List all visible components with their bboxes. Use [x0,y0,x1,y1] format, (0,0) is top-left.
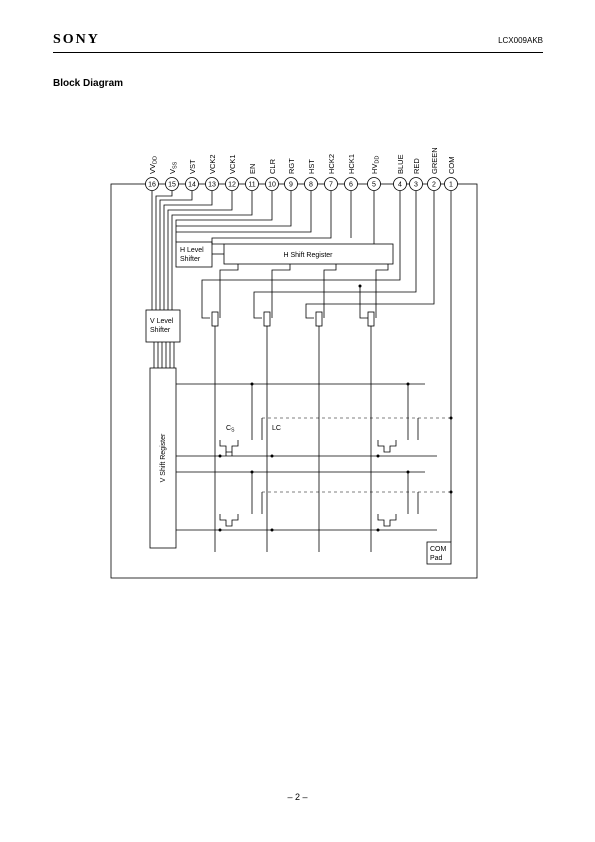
pin-5-circle [367,177,381,191]
lc-label: LC [272,425,281,432]
sony-logo: SONY [53,32,100,47]
pin-7-number: 7 [329,182,333,189]
page-number: – 2 – [287,792,308,802]
pin-11-label: EN [248,164,257,174]
pin-3-label: RED [412,158,421,174]
cs-label: CS [226,425,235,434]
pin-11-circle [245,177,259,191]
header-rule [53,52,543,53]
pin-1-label: COM [447,157,456,175]
pin-14-number: 14 [188,182,196,189]
pin-15-label: VSS [168,161,179,174]
h-level-shifter-block [175,241,213,268]
pin-5-number: 5 [372,182,376,189]
pin-4-circle [393,177,407,191]
h-shift-register-label: H Shift Register [283,252,333,259]
pin-13-circle [205,177,219,191]
pin-8-number: 8 [309,182,313,189]
pin-6-label: HCK1 [347,154,356,174]
h-level-shifter-label-2: Shifter [180,256,201,263]
v-shift-register-block [149,367,177,549]
pin-7-label: HCK2 [327,154,336,174]
com-pad-label-1: COM [430,546,447,553]
pin-6-number: 6 [349,182,353,189]
pin-8-circle [304,177,318,191]
pin-14-circle [185,177,199,191]
pin-4-number: 4 [398,182,402,189]
pin-3-circle [409,177,423,191]
document-id: LCX009AKB [498,36,543,45]
pin-1-circle [444,177,458,191]
pin-15-number: 15 [168,182,176,189]
pin-14-label: VST [188,159,197,174]
pin-16-label: VVDD [148,156,159,174]
pin-13-number: 13 [208,182,216,189]
diagram-frame [110,183,478,579]
v-level-shifter-label-2: Shifter [150,327,171,334]
pin-16-number: 16 [148,182,156,189]
pin-10-number: 10 [268,182,276,189]
pin-5-label: HVDD [370,156,381,174]
pin-12-number: 12 [228,182,236,189]
pin-12-circle [225,177,239,191]
pin-1-number: 1 [449,182,453,189]
pin-8-label: HST [307,159,316,174]
pin-2-number: 2 [432,182,436,189]
pin-6-circle [344,177,358,191]
pin-2-circle [427,177,441,191]
pin-2-label: GREEN [430,147,439,174]
h-level-shifter-label-1: H Level [180,247,204,254]
v-level-shifter-label-1: V Level [150,318,174,325]
pin-9-circle [284,177,298,191]
pin-7-circle [324,177,338,191]
v-shift-register-label: V Shift Register [160,433,167,482]
section-title: Block Diagram [53,78,124,89]
com-pad-block [426,541,452,565]
pin-10-label: CLR [268,158,277,174]
com-pad-label-2: Pad [430,555,443,562]
pin-16-circle [145,177,159,191]
pin-12-label: VCK1 [228,154,237,174]
pin-11-number: 11 [248,182,255,189]
v-level-shifter-block [145,309,181,343]
pin-9-number: 9 [289,182,293,189]
pin-13-label: VCK2 [208,154,217,174]
pin-4-label: BLUE [396,154,405,174]
pin-10-circle [265,177,279,191]
pin-9-label: RGT [287,158,296,174]
pin-3-number: 3 [414,182,418,189]
pin-15-circle [165,177,179,191]
